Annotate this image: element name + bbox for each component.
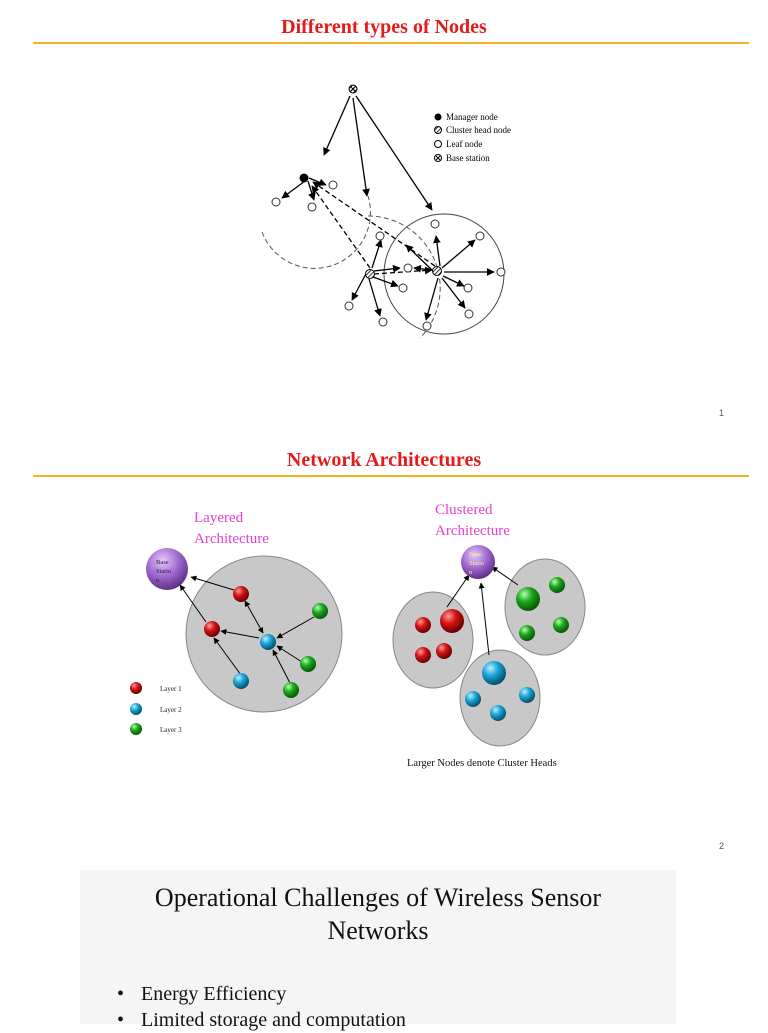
leaf-node [496, 267, 506, 277]
legend-leaf-label: Leaf node [446, 139, 482, 149]
blue-cluster-head [482, 661, 506, 685]
base-station-node [348, 84, 358, 94]
slide1-divider [33, 42, 749, 44]
leaf-node [398, 283, 408, 293]
layer1-legend-icon [130, 682, 142, 694]
legend-manager-label: Manager node [446, 112, 498, 122]
cluster-range-arc [367, 215, 441, 339]
clustered-base-station-label-3: n [469, 569, 473, 576]
red-cluster [392, 591, 474, 689]
red-cluster-node [436, 643, 452, 659]
layered-region [185, 555, 343, 713]
red-cluster-node [415, 617, 431, 633]
clusterhead-range-circle [383, 213, 505, 335]
manager-node-legend-icon [434, 113, 442, 121]
leaf-node [344, 301, 354, 311]
layer3-legend-icon [130, 723, 142, 735]
leaf-node [430, 219, 440, 229]
red-cluster-head [440, 609, 464, 633]
clustered-architecture-diagram [392, 545, 586, 747]
green-cluster-head [516, 587, 540, 611]
blue-cluster-node [465, 691, 481, 707]
layer3-legend-label: Layer 3 [160, 726, 182, 734]
legend-cluster-head-label: Cluster head node [446, 125, 511, 135]
leaf-node [271, 197, 281, 207]
layered-base-station-label-2: Statio [156, 568, 171, 575]
cluster-head-node [365, 269, 375, 279]
leaf-node [403, 263, 413, 273]
green-cluster-node [553, 617, 569, 633]
node-type-legend: Manager node Cluster head node Leaf node… [434, 112, 511, 163]
blue-cluster-node [519, 687, 535, 703]
layer3-node [300, 656, 316, 672]
leaf-node [475, 231, 485, 241]
layer3-node [283, 682, 299, 698]
leaf-node [463, 283, 473, 293]
leaf-nodes [271, 180, 506, 331]
legend-base-station-label: Base station [446, 153, 490, 163]
layer1-node [204, 621, 220, 637]
leaf-node [375, 231, 385, 241]
clustered-base-station-label-2: Statio [469, 560, 484, 567]
clustered-heading-line2: Architecture [435, 523, 510, 539]
leaf-node-legend-icon [434, 140, 442, 148]
green-cluster-node [549, 577, 565, 593]
layer1-legend-label: Layer 1 [160, 685, 182, 693]
bullet-item: Limited storage and computation [117, 1007, 406, 1033]
slide1-title: Different types of Nodes [281, 16, 487, 38]
green-cluster [504, 558, 586, 656]
leaf-node [378, 317, 388, 327]
layered-heading-line2: Architecture [194, 531, 269, 547]
base-station-legend-icon [434, 154, 442, 162]
bullet-item: Energy Efficiency [117, 981, 406, 1007]
slide3-bullet-list: Energy Efficiency Limited storage and co… [117, 981, 406, 1033]
layered-base-station [146, 548, 188, 590]
slide3-title-line2: Networks [327, 916, 429, 945]
slide2-page-number: 2 [718, 841, 724, 851]
slide2-title: Network Architectures [286, 449, 482, 471]
cluster-head-node [432, 266, 442, 276]
layer2-node [260, 634, 276, 650]
leaf-node [422, 321, 432, 331]
layered-heading-line1: Layered [194, 510, 244, 526]
layer3-node [312, 603, 328, 619]
leaf-node [307, 202, 317, 212]
manager-range-arc [261, 195, 371, 269]
leaf-node [328, 180, 338, 190]
layered-base-station-label-1: Base [156, 559, 169, 566]
layer2-legend-icon [130, 703, 142, 715]
clustered-base-station [461, 545, 495, 579]
clustered-heading-line1: Clustered [435, 502, 493, 518]
blue-cluster [459, 649, 541, 747]
layer2-legend-label: Layer 2 [160, 706, 182, 714]
green-cluster-node [519, 625, 535, 641]
red-cluster-node [415, 647, 431, 663]
leaf-node [464, 309, 474, 319]
slide2-divider [33, 475, 749, 477]
layer2-node [233, 673, 249, 689]
clustered-base-station-label-1: Base [469, 551, 482, 558]
blue-cluster-node [490, 705, 506, 721]
layer1-node [233, 586, 249, 602]
node-links [281, 95, 495, 321]
layered-base-station-label-3: n [156, 577, 160, 584]
slide3-title-line1: Operational Challenges of Wireless Senso… [154, 883, 602, 912]
cluster-head-legend-icon [434, 126, 442, 134]
layered-architecture-diagram [130, 548, 343, 735]
slide1-page-number: 1 [718, 408, 724, 418]
cluster-heads-caption: Larger Nodes denote Cluster Heads [407, 758, 557, 769]
manager-node [299, 173, 309, 183]
